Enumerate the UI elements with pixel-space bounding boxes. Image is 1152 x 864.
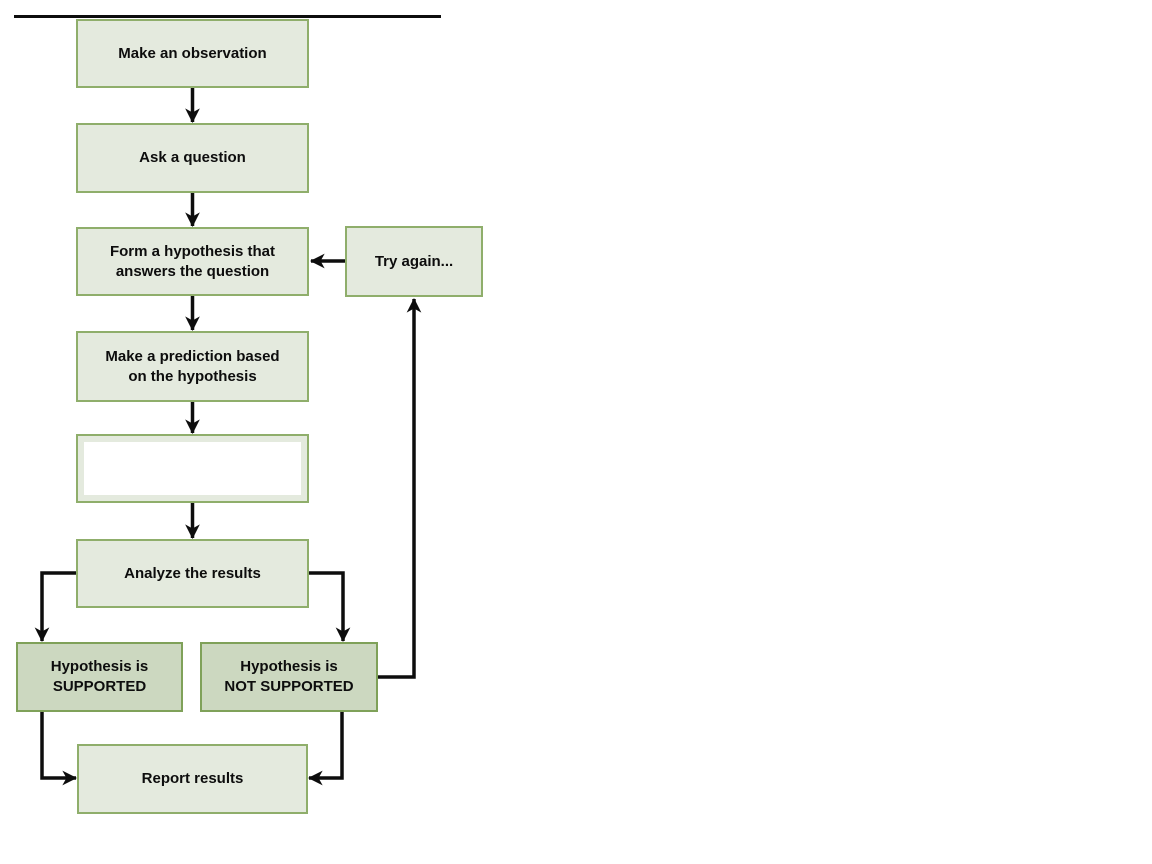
step-make-prediction-label: Make a prediction based on the hypothesi…: [105, 347, 280, 385]
step-hypothesis-supported-label: Hypothesis is SUPPORTED: [50, 658, 149, 695]
connector-analyze-supported: [34, 571, 76, 643]
step-form-hypothesis-label: Form a hypothesis that answers the quest…: [109, 242, 276, 280]
blank-answer-area[interactable]: [84, 442, 301, 495]
step-form-hypothesis: Form a hypothesis that answers the quest…: [76, 227, 309, 296]
connector-not-supported-report: [307, 712, 344, 786]
step-report-results: Report results: [77, 744, 308, 814]
step-report-results-label: Report results: [141, 770, 244, 788]
step-blank-answer-box[interactable]: [76, 434, 309, 503]
step-hypothesis-not-supported-label: Hypothesis is NOT SUPPORTED: [224, 658, 354, 695]
step-make-observation-label: Make an observation: [118, 44, 267, 62]
step-analyze-results: Analyze the results: [76, 539, 309, 608]
connector-not-supported-try-again: [378, 297, 422, 679]
step-hypothesis-supported: Hypothesis is SUPPORTED: [16, 642, 183, 712]
step-ask-question-label: Ask a question: [139, 149, 246, 167]
top-divider: [14, 15, 441, 18]
connector-analyze-not-supported: [309, 571, 351, 643]
step-try-again: Try again...: [345, 226, 483, 297]
step-make-prediction: Make a prediction based on the hypothesi…: [76, 331, 309, 402]
step-try-again-label: Try again...: [374, 252, 454, 270]
step-hypothesis-not-supported: Hypothesis is NOT SUPPORTED: [200, 642, 378, 712]
connector-supported-report: [40, 712, 78, 786]
step-analyze-results-label: Analyze the results: [124, 564, 261, 582]
step-make-observation: Make an observation: [76, 19, 309, 88]
step-ask-question: Ask a question: [76, 123, 309, 193]
